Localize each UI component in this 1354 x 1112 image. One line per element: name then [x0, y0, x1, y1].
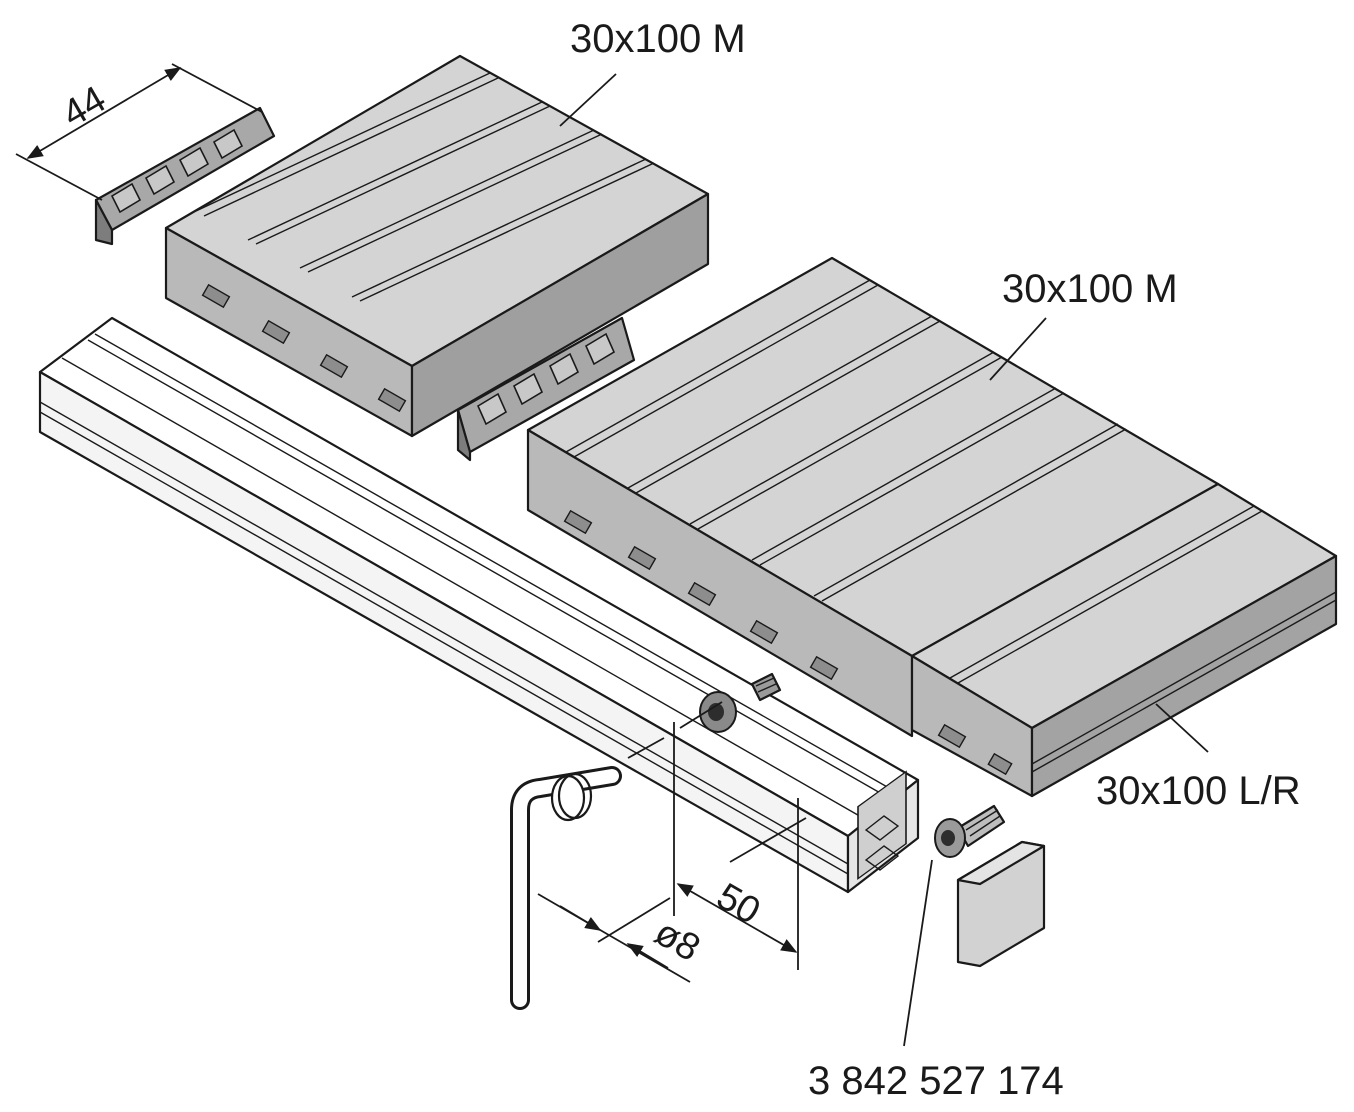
connector-strip-top [94, 106, 276, 246]
hex-key [510, 766, 622, 1010]
connector-strip-middle [456, 316, 636, 462]
label-profile-middle: 30x100 M [1002, 267, 1178, 311]
profile-30x100-top [164, 54, 710, 438]
dimension-diameter [537, 737, 691, 983]
end-cap [956, 840, 1046, 968]
label-profile-top: 30x100 M [570, 17, 746, 61]
profile-30x100-middle [526, 256, 1220, 738]
dimension-50 [673, 701, 807, 970]
set-screw [750, 672, 782, 702]
leader-lines [559, 73, 1209, 1047]
dimension-44 [15, 63, 263, 201]
profile-30x100-end [910, 482, 1338, 798]
label-screw-part-number: 3 842 527 174 [808, 1059, 1064, 1103]
dim-label-44: 44 [56, 78, 114, 136]
label-profile-end: 30x100 L/R [1096, 769, 1301, 813]
screw-3842527174 [934, 804, 1006, 858]
dim-label-50: 50 [710, 875, 768, 933]
base-rail [38, 316, 920, 894]
